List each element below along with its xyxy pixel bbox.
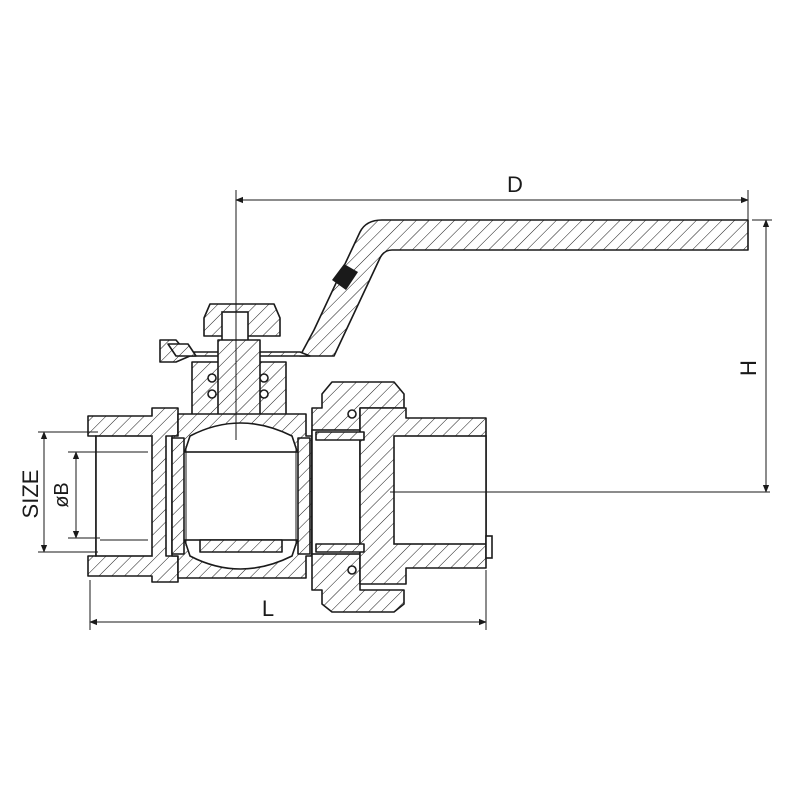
union-assembly [311,381,493,613]
lever-handle [299,219,749,357]
dimension-l: L [89,570,487,630]
dimension-size: SIZE [18,431,98,553]
dimension-d-label: D [507,172,523,197]
dimension-l-label: L [262,596,274,621]
dimension-h: H [736,219,772,493]
left-end-body [87,407,179,583]
dimension-b-label: øB [51,482,73,508]
center-body [171,413,313,579]
dimension-size-label: SIZE [18,470,43,519]
dimension-b: øB [51,451,100,539]
dimension-d: D [235,172,749,440]
dimension-h-label: H [736,360,761,376]
